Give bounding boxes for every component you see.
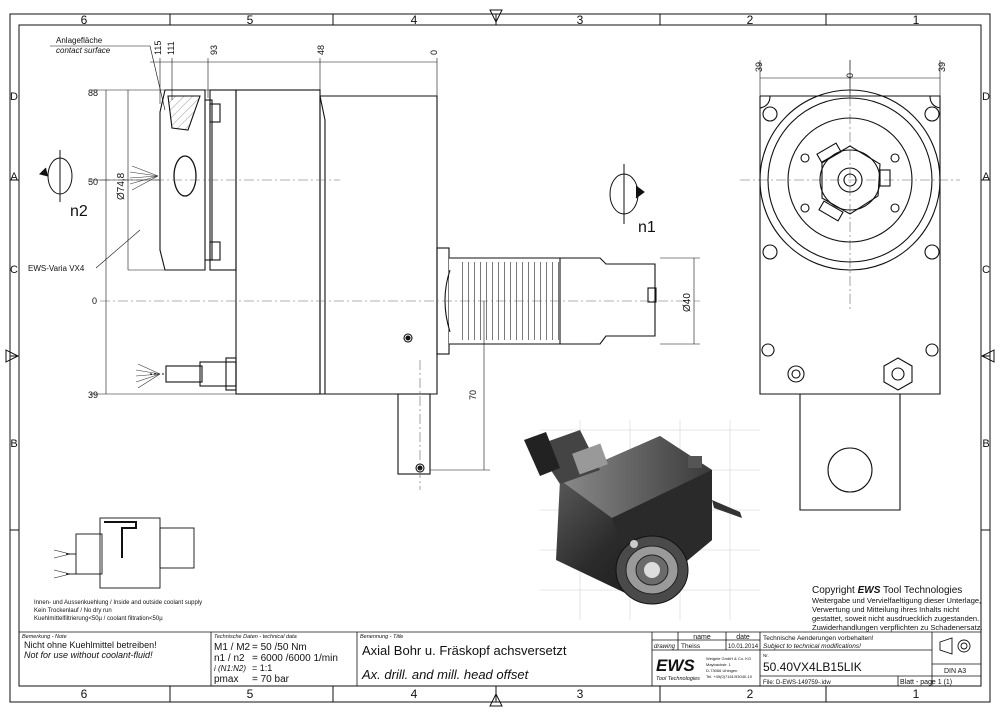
part-number: 50.40VX4LB15LIK [763,660,862,674]
col-name: name [693,634,711,641]
svg-text:1: 1 [913,687,920,701]
svg-text:3: 3 [577,687,584,701]
dim-93: 93 [209,45,219,55]
rotation-label-n2: n2 [70,203,88,220]
label-contact-surface-de: Anlagefläche [56,36,103,45]
coolant-note-1: Innen- und Aussenkuehlung / Inside and o… [34,600,202,606]
speed-value: = 6000 /6000 1/min [252,653,338,664]
pmax-label: pmax [214,674,238,685]
nr-label: Nr. [763,653,769,658]
dim-39-front-right: 39 [937,62,947,72]
torque-label: M1 / M2 [214,642,251,653]
copyright-line-4: Zuwiderhandlungen verpflichten zu Schade… [812,623,983,632]
zone-row-b: B [10,438,17,450]
rotation-symbol-n2 [39,150,73,202]
coolant-spray [129,165,161,389]
title-de: Axial Bohr u. Fräskopf achsversetzt [362,643,567,658]
coolant-note-3: Kuehlmittelfiltrierung<50µ / coolant fil… [34,616,163,622]
dim-39-left: 39 [88,390,98,400]
title-block-grid [19,631,981,686]
dim-dia-40: Ø40 [682,293,693,312]
speed-label: n1 / n2 [214,653,245,664]
note-header: Bemerkung - Note [22,634,67,640]
svg-text:B: B [982,438,989,450]
zone-row-d: D [10,91,18,103]
title-header: Benennung - Title [360,634,403,640]
row-drawing: drawing [654,644,676,650]
drawer-name: Theiss [681,643,701,650]
dim-111: 111 [166,41,176,55]
ews-logo: EWS [656,656,695,675]
zone-row-c: C [10,264,18,276]
front-view [759,89,941,511]
note-en: Not for use without coolant-fluid! [24,650,153,660]
coolant-note-2: Kein Trockenlauf / No dry run [34,608,112,614]
address-2: Maybachstr. 1 [706,662,732,667]
dim-0-top: 0 [429,50,439,55]
zone-col-6: 6 [81,13,88,27]
projection-symbol [939,637,971,655]
din-format: DIN A3 [944,668,966,675]
copyright-title: Copyright EWS Tool Technologies [812,585,962,596]
copyright-line-2: Verwertung und Mitteilung ihres Inhalts … [812,605,960,614]
svg-text:2: 2 [747,687,754,701]
dimensions-shank [430,257,700,471]
zone-labels: 6 5 4 3 2 1 6 5 4 3 2 1 D C B A D C B A [10,13,990,701]
dim-48: 48 [316,45,326,55]
zone-col-3: 3 [577,13,584,27]
file-name: File: D-EWS-149759-.idw [763,680,831,686]
address-3: D-73066 Uhingen [706,668,737,673]
pmax-value: = 70 bar [252,674,290,685]
dimensions-top [50,45,438,111]
copyright-line-3: gestattet, soweit nicht ausdruecklich zu… [812,614,979,623]
label-contact-surface-en: contact surface [56,46,111,55]
col-date: date [736,634,750,641]
dim-70: 70 [468,390,478,400]
svg-text:5: 5 [247,687,254,701]
note-de: Nicht ohne Kuehlmittel betreiben! [24,640,157,650]
sheet-number: Blatt - page 1 (1) [900,679,952,686]
label-ews-varia: EWS-Varia VX4 [28,264,85,273]
zone-row-a: A [10,171,18,183]
svg-text:4: 4 [411,687,418,701]
address-4: Tel. +49(0)7161/93040-10 [706,674,753,679]
ews-logo-sub: Tool Technologies [656,676,700,682]
coolant-schematic [53,517,195,589]
dim-39-front-left: 39 [754,62,764,72]
change-note-en: Subject to technical modifications! [763,643,861,650]
dimensions-left [90,89,236,395]
svg-text:6: 6 [81,687,88,701]
zone-col-2: 2 [747,13,754,27]
dim-50: 50 [88,177,98,187]
zone-col-5: 5 [247,13,254,27]
dim-dia-74-8: Ø74,8 [116,172,127,200]
rotation-label-n1: n1 [638,219,656,236]
tech-data-header: Technische Daten - technical data [214,634,297,640]
dim-88: 88 [88,88,98,98]
svg-text:D: D [982,91,990,103]
dim-115: 115 [153,41,163,55]
ratio-value: = 1:1 [252,663,272,673]
copyright-line-1: Weitergabe und Vervielfaeltigung dieser … [812,596,981,605]
side-view [150,89,657,475]
zone-col-4: 4 [411,13,418,27]
dim-0-left: 0 [92,296,97,306]
product-render-3d [524,420,760,620]
svg-text:A: A [982,171,990,183]
sheet-frame [5,9,995,707]
dim-0-front: 0 [845,73,855,78]
address-1: Weigele GmbH & Co. KG [706,656,751,661]
torque-value: = 50 /50 Nm [252,642,307,653]
rotation-symbol-n1 [609,164,645,224]
ratio-label: i (N1:N2) [214,664,246,673]
change-note-de: Technische Aenderungen vorbehalten! [763,635,874,642]
svg-text:C: C [982,264,990,276]
zone-col-1: 1 [913,13,920,27]
dimensions-front [759,60,941,96]
drawing-date: 10.01.2014 [728,644,759,650]
title-en: Ax. drill. and mill. head offset [361,667,530,682]
